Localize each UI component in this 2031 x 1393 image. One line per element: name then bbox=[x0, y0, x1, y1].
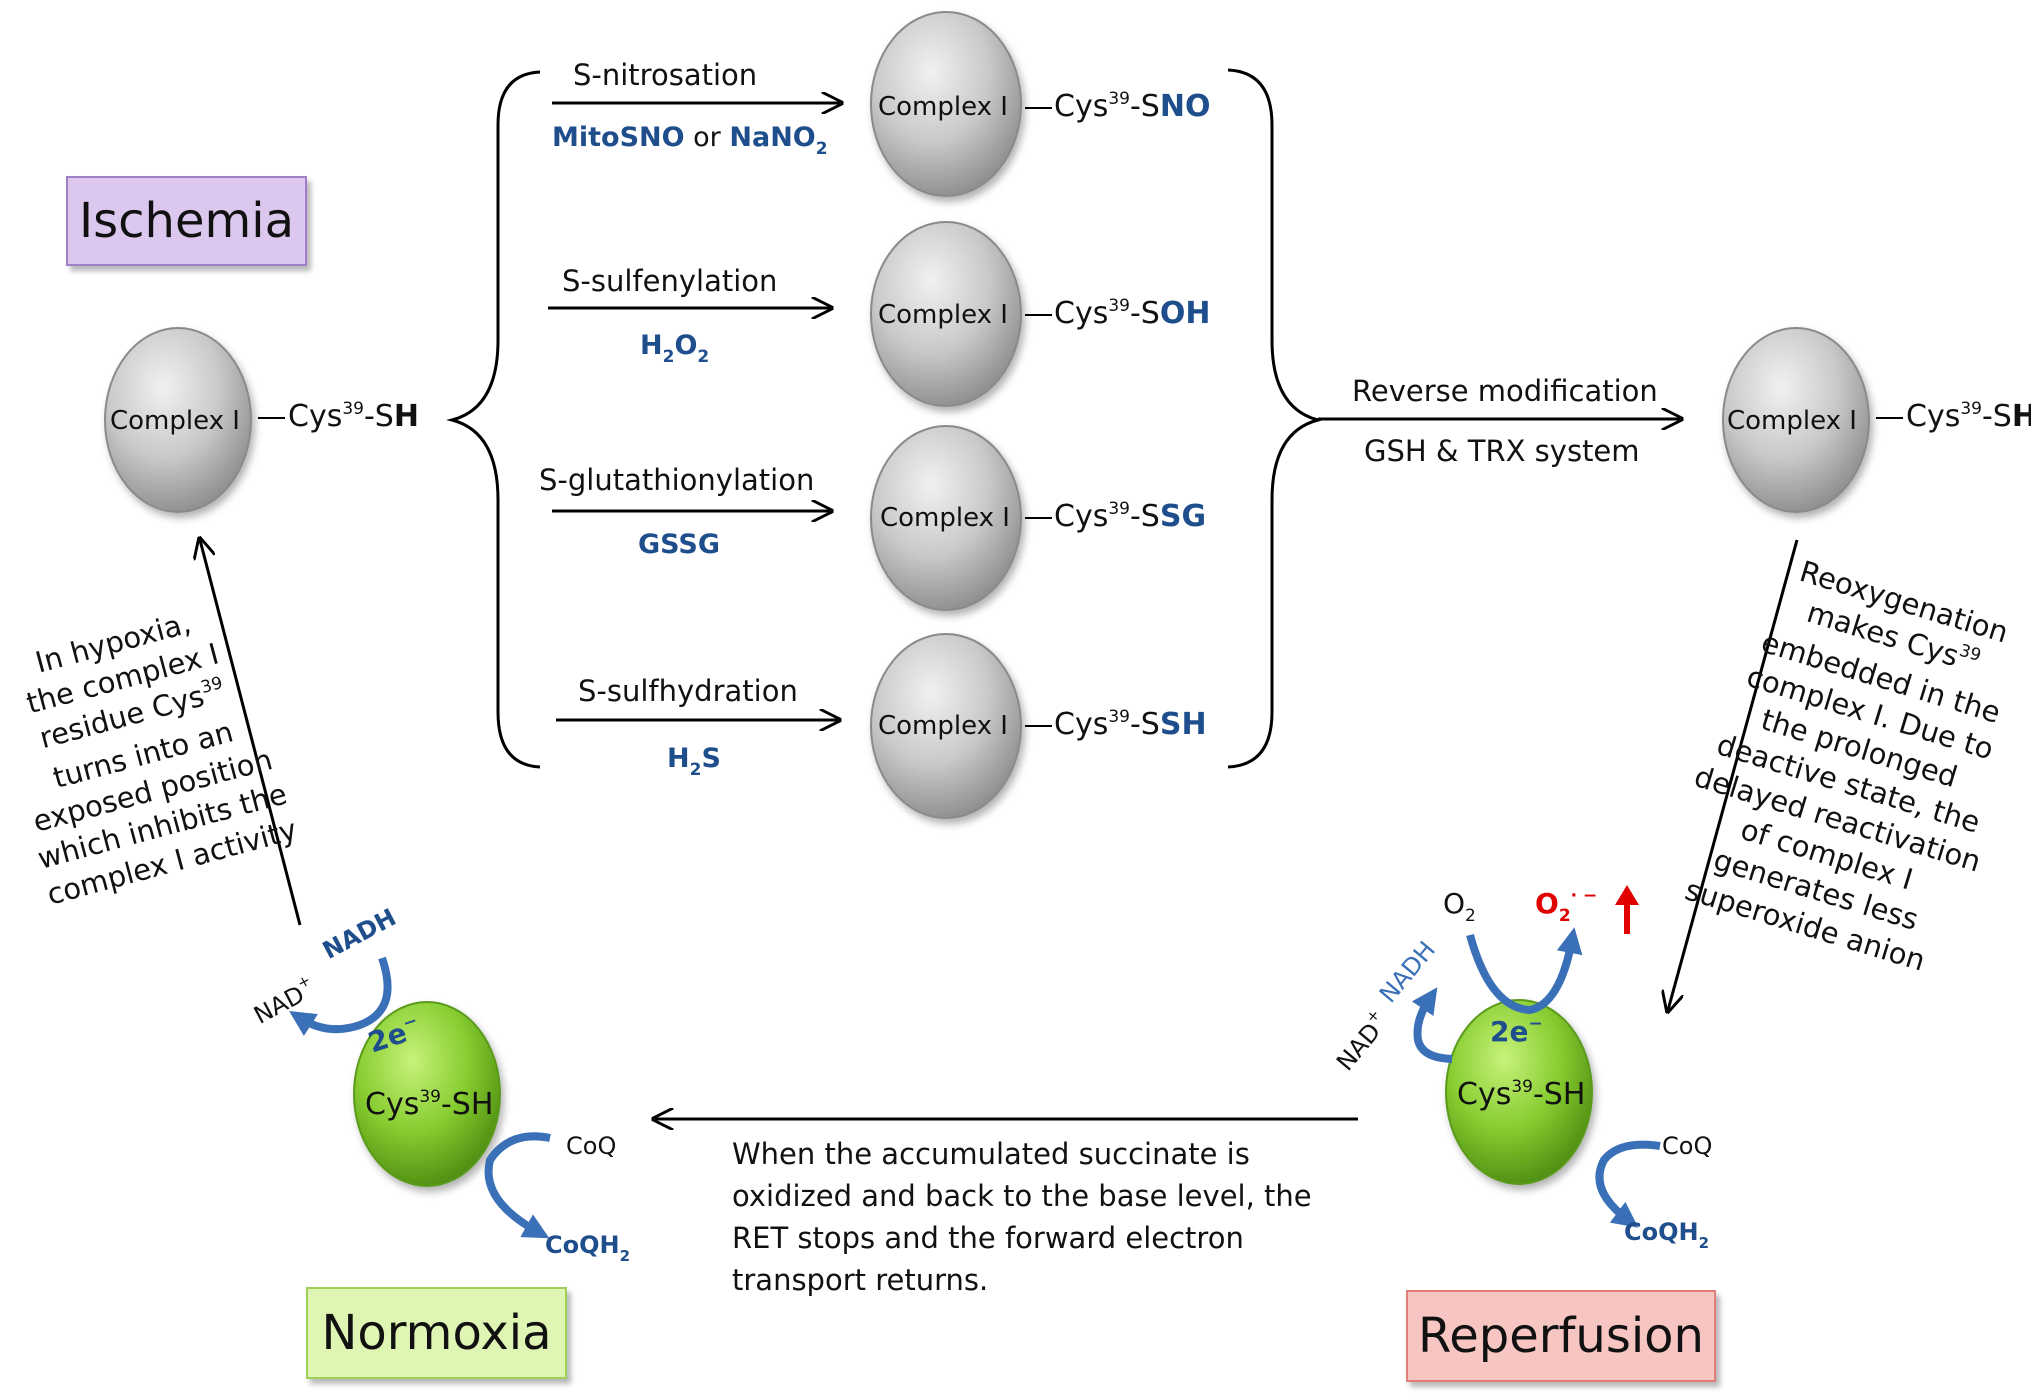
cys-right: Cys39-SH bbox=[1906, 399, 2031, 434]
electrons-reperfusion: 2e− bbox=[1490, 1014, 1543, 1048]
complex-label-right: Complex I bbox=[1727, 406, 1857, 436]
complex-ellipse-right bbox=[1722, 327, 1870, 513]
state-reperfusion-label: Reperfusion bbox=[1418, 1308, 1704, 1364]
state-normoxia: Normoxia bbox=[306, 1287, 567, 1379]
green-cys-normoxia: Cys39-SH bbox=[365, 1087, 494, 1122]
complex-label-4: Complex I bbox=[878, 711, 1008, 741]
reverse-system-label: GSH & TRX system bbox=[1364, 434, 1640, 468]
complex-ellipse-left bbox=[104, 327, 252, 513]
state-normoxia-label: Normoxia bbox=[321, 1305, 552, 1361]
coq-normoxia: CoQ bbox=[566, 1132, 617, 1160]
arrow-normoxia-to-ischemia bbox=[200, 540, 302, 926]
reagent-h2s: H2S bbox=[667, 743, 721, 780]
coqh2-reperfusion: CoQH2 bbox=[1624, 1218, 1710, 1252]
reagent-mitosno-nano2: MitoSNO or NaNO2 bbox=[552, 122, 828, 159]
arrow-nadh-normoxia bbox=[289, 956, 392, 1036]
reagent-h2o2: H2O2 bbox=[640, 330, 710, 367]
left-brace bbox=[446, 70, 541, 769]
coq-reperfusion: CoQ bbox=[1662, 1132, 1713, 1160]
green-complex-reperfusion bbox=[1445, 999, 1593, 1185]
arrow-o2-reperfusion bbox=[1466, 927, 1583, 1015]
superoxide-label: O2· − bbox=[1535, 886, 1598, 926]
state-reperfusion: Reperfusion bbox=[1406, 1290, 1716, 1382]
complex-ellipse-4 bbox=[870, 633, 1022, 819]
mod-sulfhydration: S-sulfhydration bbox=[578, 674, 798, 708]
green-complex-normoxia bbox=[353, 1001, 501, 1187]
succinate-paragraph: When the accumulated succinate is oxidiz… bbox=[732, 1137, 1312, 1297]
arrow-coq-reperfusion bbox=[1595, 1140, 1661, 1228]
state-ischemia: Ischemia bbox=[66, 176, 307, 266]
mod-sulfenylation: S-sulfenylation bbox=[562, 264, 778, 298]
right-brace bbox=[1227, 68, 1324, 769]
arrow-coq-normoxia bbox=[484, 1132, 551, 1239]
cys-ssg: Cys39-SSG bbox=[1054, 499, 1207, 534]
superoxide-up-arrow-head bbox=[1615, 885, 1639, 905]
complex-ellipse-3 bbox=[870, 425, 1022, 611]
cys-left: Cys39-SH bbox=[288, 399, 419, 434]
green-cys-reperfusion: Cys39-SH bbox=[1457, 1077, 1586, 1112]
reagent-gssg: GSSG bbox=[638, 529, 721, 560]
state-ischemia-label: Ischemia bbox=[78, 193, 294, 249]
complex-label-left: Complex I bbox=[110, 406, 240, 436]
complex-label-1: Complex I bbox=[878, 92, 1008, 122]
o2-label: O2 bbox=[1443, 887, 1476, 926]
coqh2-normoxia: CoQH2 bbox=[545, 1231, 631, 1265]
cys-soh: Cys39-SOH bbox=[1054, 296, 1211, 331]
complex-ellipse-1 bbox=[870, 11, 1022, 197]
arrow-to-reperfusion bbox=[1668, 539, 1799, 1010]
cys-sno: Cys39-SNO bbox=[1054, 89, 1211, 124]
complex-label-2: Complex I bbox=[878, 300, 1008, 330]
cys-ssh: Cys39-SSH bbox=[1054, 707, 1207, 742]
complex-label-3: Complex I bbox=[880, 503, 1010, 533]
complex-ellipse-2 bbox=[870, 221, 1022, 407]
arrow-nadh-reperfusion bbox=[1411, 987, 1453, 1063]
reverse-modification-label: Reverse modification bbox=[1352, 374, 1658, 408]
mod-nitrosation: S-nitrosation bbox=[573, 58, 758, 92]
mod-glutathionylation: S-glutathionylation bbox=[539, 463, 815, 497]
